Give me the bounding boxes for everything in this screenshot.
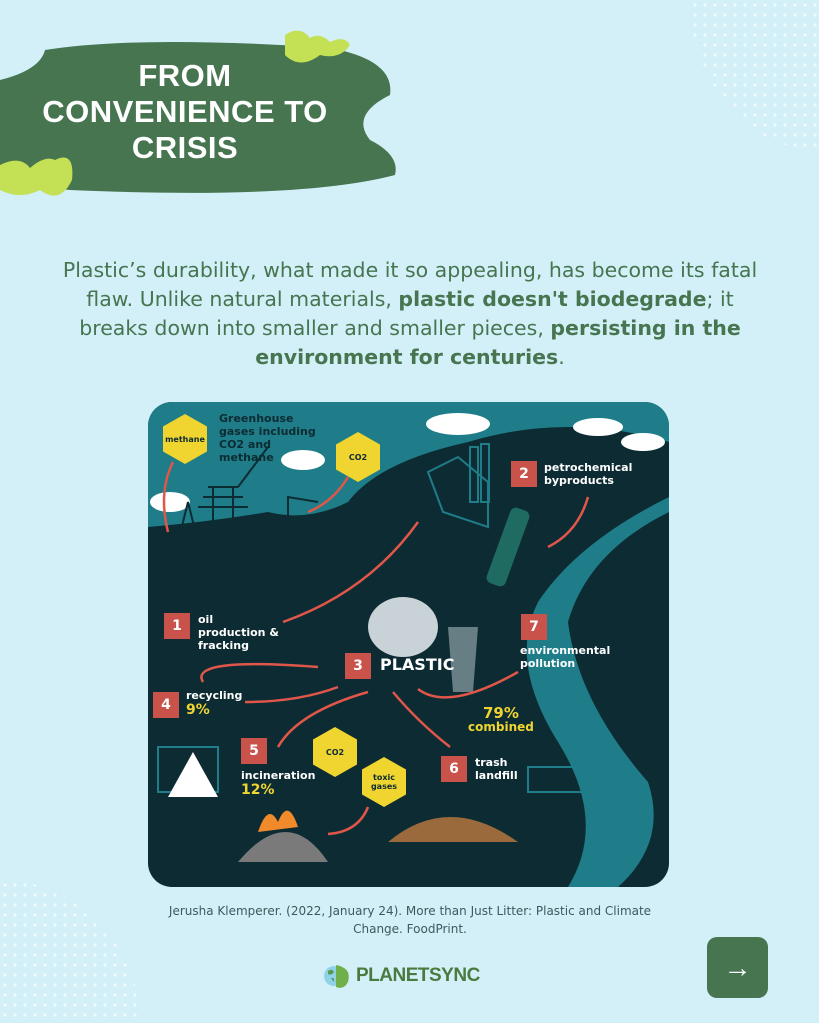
step-number: 7 [521, 614, 547, 640]
dump-truck-icon [527, 766, 589, 793]
combined-stat: 79%combined [468, 705, 534, 734]
co2-hex-icon: CO2 [336, 432, 380, 482]
step-label-pollution: environmental pollution [520, 644, 611, 670]
decorative-dots [690, 0, 819, 150]
step-label-plastic: PLASTIC [380, 655, 455, 674]
step-number: 5 [241, 738, 267, 764]
step-number: 3 [345, 653, 371, 679]
step-label-landfill: trash landfill [475, 756, 518, 782]
step-number: 6 [441, 756, 467, 782]
recycling-percent: 9% [186, 702, 210, 718]
step-label-incineration: incineration [241, 769, 316, 782]
greenhouse-label: Greenhouse gases including CO2 and metha… [219, 412, 316, 464]
fire-icon [258, 810, 298, 832]
plastic-lifecycle-diagram: methane CO2 CO2 toxic gases Greenhouse g… [148, 402, 669, 887]
globe-leaf-icon [324, 965, 349, 988]
clouds [150, 413, 665, 512]
recycle-triangle-icon [168, 752, 218, 797]
incineration-percent: 12% [241, 782, 275, 798]
combined-percent: 79% [482, 704, 519, 722]
methane-hex-icon: methane [163, 414, 207, 464]
intro-paragraph: Plastic’s durability, what made it so ap… [60, 256, 760, 372]
intro-bold: plastic doesn't biodegrade [398, 287, 707, 311]
plastic-bottle-icon [486, 507, 530, 587]
intro-text: . [558, 345, 565, 369]
step-number: 1 [164, 613, 190, 639]
page-title: FROM CONVENIENCE TO CRISIS [20, 58, 350, 166]
factory-icon [426, 443, 490, 529]
hex-label: CO2 [348, 452, 368, 462]
brand-name: PLANETSYNC [356, 965, 480, 986]
land-area [148, 402, 669, 527]
intro-bold: persisting in the environment for centur… [255, 316, 741, 369]
title-line: CRISIS [131, 130, 239, 165]
title-line: CONVENIENCE TO [42, 94, 328, 129]
river [526, 497, 669, 887]
step-label-recycling: recycling [186, 689, 243, 702]
landfill-pile [388, 817, 518, 842]
plastic-bag-icon [368, 597, 438, 657]
combined-label: combined [468, 720, 534, 734]
flow-arrows [162, 461, 590, 836]
next-button[interactable]: → [707, 937, 768, 998]
step-number: 4 [153, 692, 179, 718]
citation: Jerusha Klemperer. (2022, January 24). M… [168, 904, 652, 936]
plastic-cup-icon [448, 627, 478, 692]
oil-rig-icon [177, 446, 319, 543]
brand-logo: PLANETSYNC [322, 962, 480, 990]
step-number: 2 [511, 461, 537, 487]
step-label-oil-production: oil production & fracking [198, 613, 279, 652]
intro-text: Plastic’s durability, what made it so ap… [62, 258, 758, 311]
title-line: FROM [138, 58, 232, 93]
incineration-pile [238, 832, 328, 862]
hex-label: methane [165, 434, 205, 444]
decorative-dots [0, 880, 140, 1023]
title-blob [0, 30, 396, 196]
intro-text: ; it breaks down into smaller and smalle… [79, 287, 734, 340]
hex-label: toxic gases [370, 773, 398, 791]
diagram-background [148, 402, 669, 887]
hex-label: CO2 [325, 747, 345, 757]
step-label-petrochemical: petrochemical byproducts [544, 461, 633, 487]
arrow-right-icon: → [723, 951, 752, 983]
